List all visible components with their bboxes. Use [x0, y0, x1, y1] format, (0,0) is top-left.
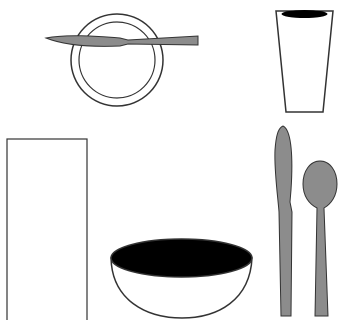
- knife-vertical-icon: [275, 126, 292, 316]
- spoon-icon: [303, 161, 337, 316]
- bowl-icon: [111, 239, 252, 318]
- plate-icon: [71, 14, 163, 106]
- napkin-icon: [7, 139, 87, 320]
- glass-icon: [276, 10, 333, 112]
